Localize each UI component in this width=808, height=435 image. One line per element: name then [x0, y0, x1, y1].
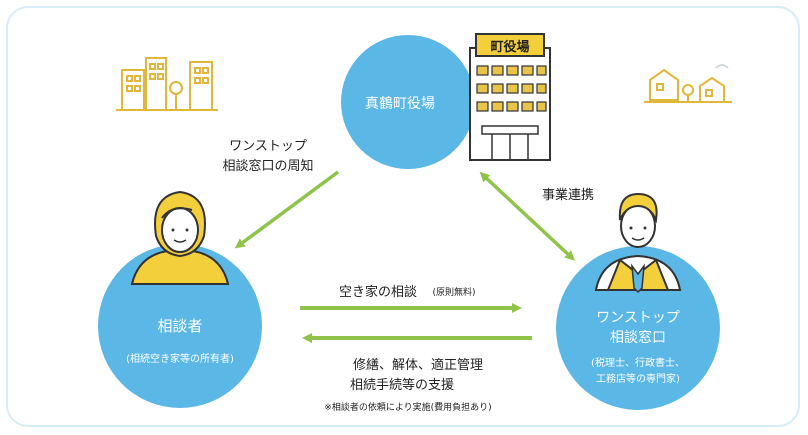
- city-buildings-icon: [116, 57, 218, 111]
- town-hall-label: 真鶴町役場: [365, 95, 435, 112]
- diagram-frame: [6, 6, 800, 427]
- consultee-subtitle: (相続空き家等の所有者): [126, 352, 234, 365]
- cooperation-arrow: [479, 171, 575, 261]
- houses-icon: [644, 64, 732, 103]
- one-stop-subtitle-line1: (税理士、行政書士、: [591, 356, 685, 369]
- publicize-arrow: [234, 170, 340, 249]
- businessman-person-icon: [594, 192, 682, 294]
- town-hall-sign: 町役場: [490, 39, 529, 55]
- one-stop-title-line1: ワンストップ: [596, 310, 680, 326]
- consult-note: (原則無料): [432, 286, 475, 298]
- one-stop-subtitle-line2: 工務店等の専門家): [596, 372, 680, 385]
- town-hall-building-icon: [469, 33, 551, 161]
- support-label-line2: 相続手続等の支援: [350, 377, 454, 393]
- town-hall-circle: [341, 35, 475, 169]
- cooperation-label: 事業連携: [542, 187, 594, 203]
- publicize-label-line1: ワンストップ: [229, 139, 307, 154]
- support-label-line1: 修繕、解体、適正管理: [353, 357, 483, 373]
- one-stop-title-line2: 相談窓口: [610, 329, 666, 346]
- consult-label: 空き家の相談: [339, 284, 417, 300]
- woman-person-icon: [130, 190, 230, 285]
- footnote: ※相談者の依頼により実施(費用負担あり): [324, 401, 491, 413]
- publicize-label-line2: 相談窓口の周知: [222, 158, 313, 174]
- consultee-title: 相談者: [157, 317, 202, 335]
